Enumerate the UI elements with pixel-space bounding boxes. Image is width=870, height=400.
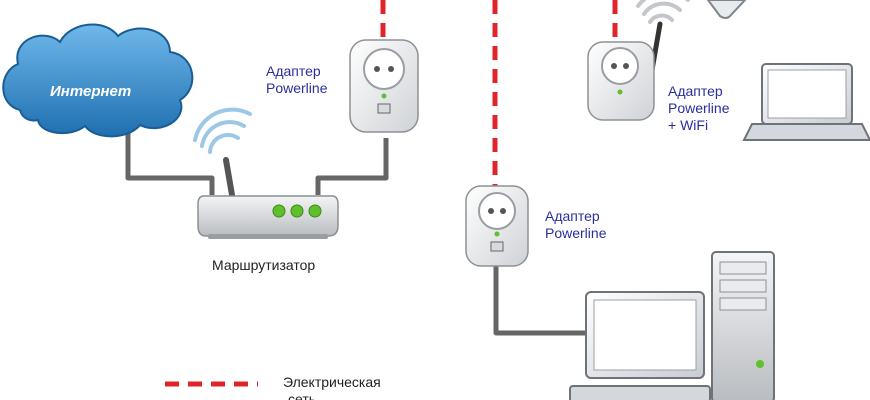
- adapter1-label-line1: Адаптер: [266, 63, 321, 79]
- socket-ring: [601, 47, 639, 85]
- adapter3-label-line1: Адаптер: [668, 83, 723, 99]
- router: [197, 157, 339, 239]
- adapter-led: [381, 93, 387, 99]
- ethernet-port: [377, 103, 391, 114]
- adapter-wifi-waves: [636, 0, 690, 24]
- router-base: [208, 234, 328, 239]
- legend-label-line2: сеть: [288, 391, 317, 400]
- cable-router-adapter: [315, 138, 389, 195]
- socket-ring: [363, 48, 405, 90]
- router-wifi-waves: [193, 107, 252, 154]
- cable-adapter-pc: [493, 265, 585, 336]
- powerline-adapter-1: [349, 39, 419, 133]
- pc-keyboard: [569, 385, 711, 400]
- adapter-led: [494, 231, 500, 237]
- router-led-2: [290, 204, 304, 218]
- network-cables: [125, 130, 585, 336]
- power-lines: [165, 0, 618, 387]
- router-label: Маршрутизатор: [212, 257, 316, 273]
- ethernet-port: [490, 241, 504, 252]
- adapter2-label-line1: Адаптер: [545, 208, 600, 224]
- tablet-device: [706, 0, 747, 19]
- router-led-3: [308, 204, 322, 218]
- powerline-adapter-2: [465, 185, 529, 267]
- internet-cloud: [2, 23, 194, 138]
- router-led-1: [272, 204, 286, 218]
- router-antenna: [223, 157, 235, 198]
- adapter1-label-line2: Powerline: [266, 80, 328, 96]
- legend-label-line1: Электрическая: [283, 374, 381, 390]
- pc-power-led: [756, 360, 764, 368]
- cable-internet-router: [125, 130, 215, 195]
- adapter-led: [617, 89, 623, 95]
- powerline-wifi-adapter: [587, 21, 663, 121]
- adapter3-label-line2: Powerline: [668, 100, 730, 116]
- laptop: [742, 63, 870, 141]
- adapter2-label-line2: Powerline: [545, 225, 607, 241]
- desktop-computer: [569, 251, 775, 400]
- laptop-base: [742, 123, 870, 141]
- adapter3-label-line3: + WiFi: [668, 117, 709, 133]
- socket-ring: [478, 192, 516, 230]
- internet-label: Интернет: [50, 83, 132, 100]
- cloud-shape: [2, 23, 194, 138]
